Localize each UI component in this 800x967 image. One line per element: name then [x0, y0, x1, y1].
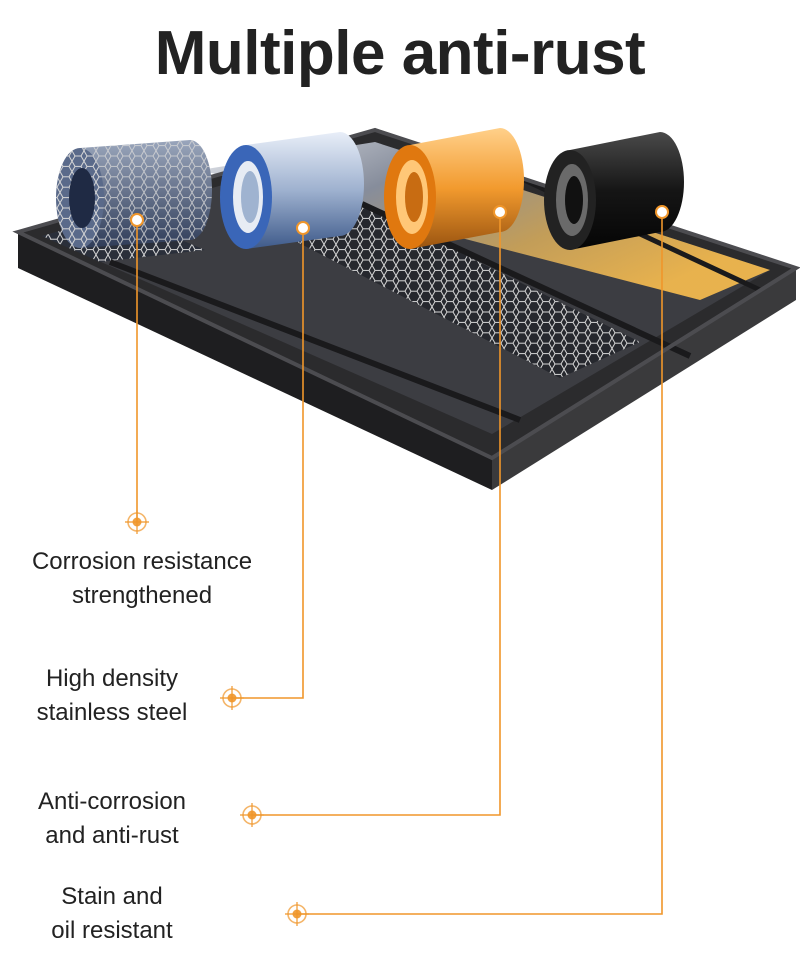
- feature-line: oil resistant: [51, 917, 173, 944]
- callout-anchor-dots: [130, 205, 669, 235]
- black-steel-roll: [544, 132, 684, 250]
- crosshair-icon: [240, 803, 264, 827]
- crosshair-icon: [220, 686, 244, 710]
- tray-body: [12, 127, 800, 490]
- feature-line: Anti-corrosion: [37, 788, 187, 815]
- feature-line: stainless steel: [36, 699, 188, 726]
- feature-line: High density: [45, 665, 179, 692]
- crosshair-markers: [125, 510, 309, 926]
- feature-stain-resistant: Stain and oil resistant: [42, 880, 182, 948]
- page-title: Multiple anti-rust: [154, 19, 646, 88]
- feature-line: strengthened: [71, 582, 213, 609]
- callout-lines: [136, 212, 663, 915]
- feature-anti-rust: Anti-corrosion and anti-rust: [22, 785, 202, 853]
- feature-line: Stain and: [61, 883, 163, 910]
- honeycomb-roll: [56, 140, 212, 248]
- crosshair-icon: [285, 902, 309, 926]
- blue-steel-roll: [220, 132, 364, 249]
- crosshair-icon: [125, 510, 149, 534]
- feature-line: and anti-rust: [45, 822, 179, 849]
- feature-high-density: High density stainless steel: [22, 662, 202, 730]
- feature-line: Corrosion resistance: [31, 548, 253, 575]
- feature-corrosion-resistance: Corrosion resistance strengthened: [22, 545, 262, 613]
- gold-steel-roll: [384, 128, 524, 249]
